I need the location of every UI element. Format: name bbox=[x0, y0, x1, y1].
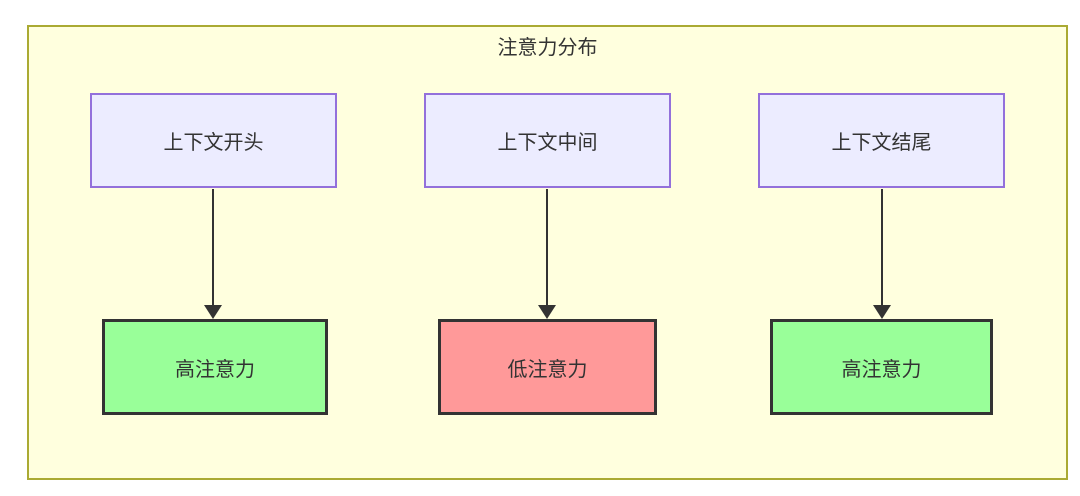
arrow-line bbox=[881, 189, 883, 305]
node-high-attention-right: 高注意力 bbox=[770, 319, 993, 415]
diagram-title: 注意力分布 bbox=[497, 37, 598, 59]
node-context-middle: 上下文中间 bbox=[424, 93, 671, 188]
arrow-middle-to-low bbox=[538, 189, 556, 319]
node-low-attention-middle: 低注意力 bbox=[438, 319, 657, 415]
arrowhead-icon bbox=[873, 305, 891, 319]
node-context-end: 上下文结尾 bbox=[758, 93, 1005, 188]
node-high-attention-left: 高注意力 bbox=[102, 319, 328, 415]
arrow-line bbox=[546, 189, 548, 305]
arrowhead-icon bbox=[204, 305, 222, 319]
arrowhead-icon bbox=[538, 305, 556, 319]
node-context-start: 上下文开头 bbox=[90, 93, 337, 188]
arrow-line bbox=[212, 189, 214, 305]
arrow-start-to-high bbox=[204, 189, 222, 319]
attention-distribution-group: 注意力分布 上下文开头 上下文中间 上下文结尾 高注意力 低注意力 高注意力 bbox=[27, 25, 1068, 480]
arrow-end-to-high bbox=[873, 189, 891, 319]
